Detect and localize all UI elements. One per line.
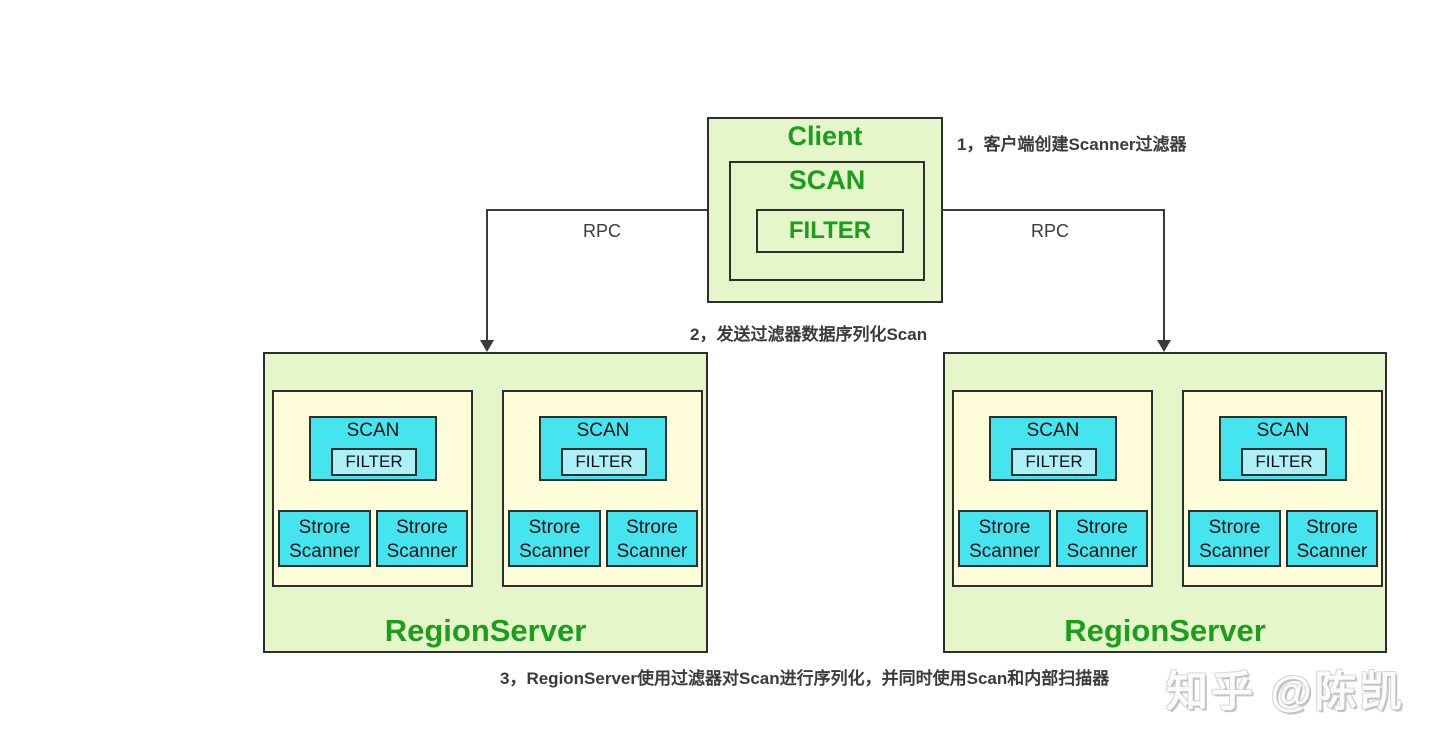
rpc-connector-right-vertical — [1163, 209, 1165, 341]
store-scanner-box: Strore Scanner — [278, 510, 371, 567]
store-scanner-line2: Scanner — [1296, 541, 1368, 562]
annotation-step3: 3，RegionServer使用过滤器对Scan进行序列化，并同时使用Scan和… — [500, 669, 1110, 688]
filter-box: FILTER — [331, 448, 417, 476]
store-scanner-line1: Strore — [528, 517, 581, 538]
rpc-connector-left-horizontal — [486, 209, 707, 211]
filter-box: FILTER — [561, 448, 647, 476]
region-box: SCAN FILTER Strore Scanner Strore Scanne… — [272, 390, 473, 587]
store-scanner-line2: Scanner — [289, 541, 360, 562]
rpc-connector-right-horizontal — [941, 209, 1165, 211]
store-scanner-line1: Strore — [626, 517, 678, 538]
store-scanner-box: Strore Scanner — [1286, 510, 1378, 567]
annotation-step2: 2，发送过滤器数据序列化Scan — [690, 325, 928, 344]
scan-box: SCAN FILTER — [1219, 416, 1347, 481]
filter-label: FILTER — [1255, 452, 1313, 471]
store-scanner-line2: Scanner — [1066, 541, 1138, 562]
client-filter-label: FILTER — [788, 217, 872, 244]
region-box: SCAN FILTER Strore Scanner Strore Scanne… — [502, 390, 703, 587]
store-scanner-box: Strore Scanner — [1056, 510, 1148, 567]
store-scanner-line1: Strore — [396, 517, 448, 538]
filter-label: FILTER — [345, 452, 403, 471]
region-server-right: SCAN FILTER Strore Scanner Strore Scanne… — [943, 352, 1387, 653]
region-box: SCAN FILTER Strore Scanner Strore Scanne… — [952, 390, 1153, 587]
region-server-title: RegionServer — [384, 613, 587, 648]
client-scan-box: SCAN FILTER — [729, 161, 925, 281]
annotation-step1: 1，客户端创建Scanner过滤器 — [957, 135, 1187, 154]
store-scanner-line2: Scanner — [969, 541, 1040, 562]
scan-box: SCAN FILTER — [989, 416, 1117, 481]
client-scan-label: SCAN — [788, 165, 866, 195]
store-scanner-line1: Strore — [298, 517, 351, 538]
store-scanner-line2: Scanner — [1199, 541, 1270, 562]
store-scanner-line2: Scanner — [616, 541, 688, 562]
filter-box: FILTER — [1241, 448, 1327, 476]
zhihu-watermark: 知乎 @陈凯 — [1166, 668, 1405, 715]
scan-label: SCAN — [576, 420, 630, 441]
store-scanner-line1: Strore — [1306, 517, 1358, 538]
filter-label: FILTER — [1025, 452, 1083, 471]
scan-label: SCAN — [346, 420, 400, 441]
store-scanner-box: Strore Scanner — [958, 510, 1051, 567]
region-server-left: SCAN FILTER Strore Scanner Strore Scanne… — [263, 352, 708, 653]
store-scanner-line2: Scanner — [386, 541, 458, 562]
store-scanner-line1: Strore — [1076, 517, 1128, 538]
scan-label: SCAN — [1256, 420, 1310, 441]
scan-box: SCAN FILTER — [309, 416, 437, 481]
store-scanner-line1: Strore — [978, 517, 1031, 538]
filter-label: FILTER — [575, 452, 633, 471]
region-server-title: RegionServer — [1064, 613, 1266, 648]
store-scanner-line1: Strore — [1208, 517, 1261, 538]
store-scanner-box: Strore Scanner — [1188, 510, 1281, 567]
scan-label: SCAN — [1026, 420, 1080, 441]
client-title: Client — [787, 121, 863, 151]
rpc-label-left: RPC — [583, 221, 622, 241]
region-box: SCAN FILTER Strore Scanner Strore Scanne… — [1182, 390, 1383, 587]
arrowhead-left-icon — [480, 340, 494, 352]
arrowhead-right-icon — [1157, 340, 1171, 352]
store-scanner-line2: Scanner — [519, 541, 590, 562]
rpc-connector-left-vertical — [486, 209, 488, 341]
client-box: Client SCAN FILTER — [707, 117, 943, 303]
client-filter-box: FILTER — [756, 209, 904, 253]
scan-box: SCAN FILTER — [539, 416, 667, 481]
store-scanner-box: Strore Scanner — [376, 510, 468, 567]
store-scanner-box: Strore Scanner — [606, 510, 698, 567]
rpc-label-right: RPC — [1031, 221, 1070, 241]
store-scanner-box: Strore Scanner — [508, 510, 601, 567]
filter-box: FILTER — [1011, 448, 1097, 476]
